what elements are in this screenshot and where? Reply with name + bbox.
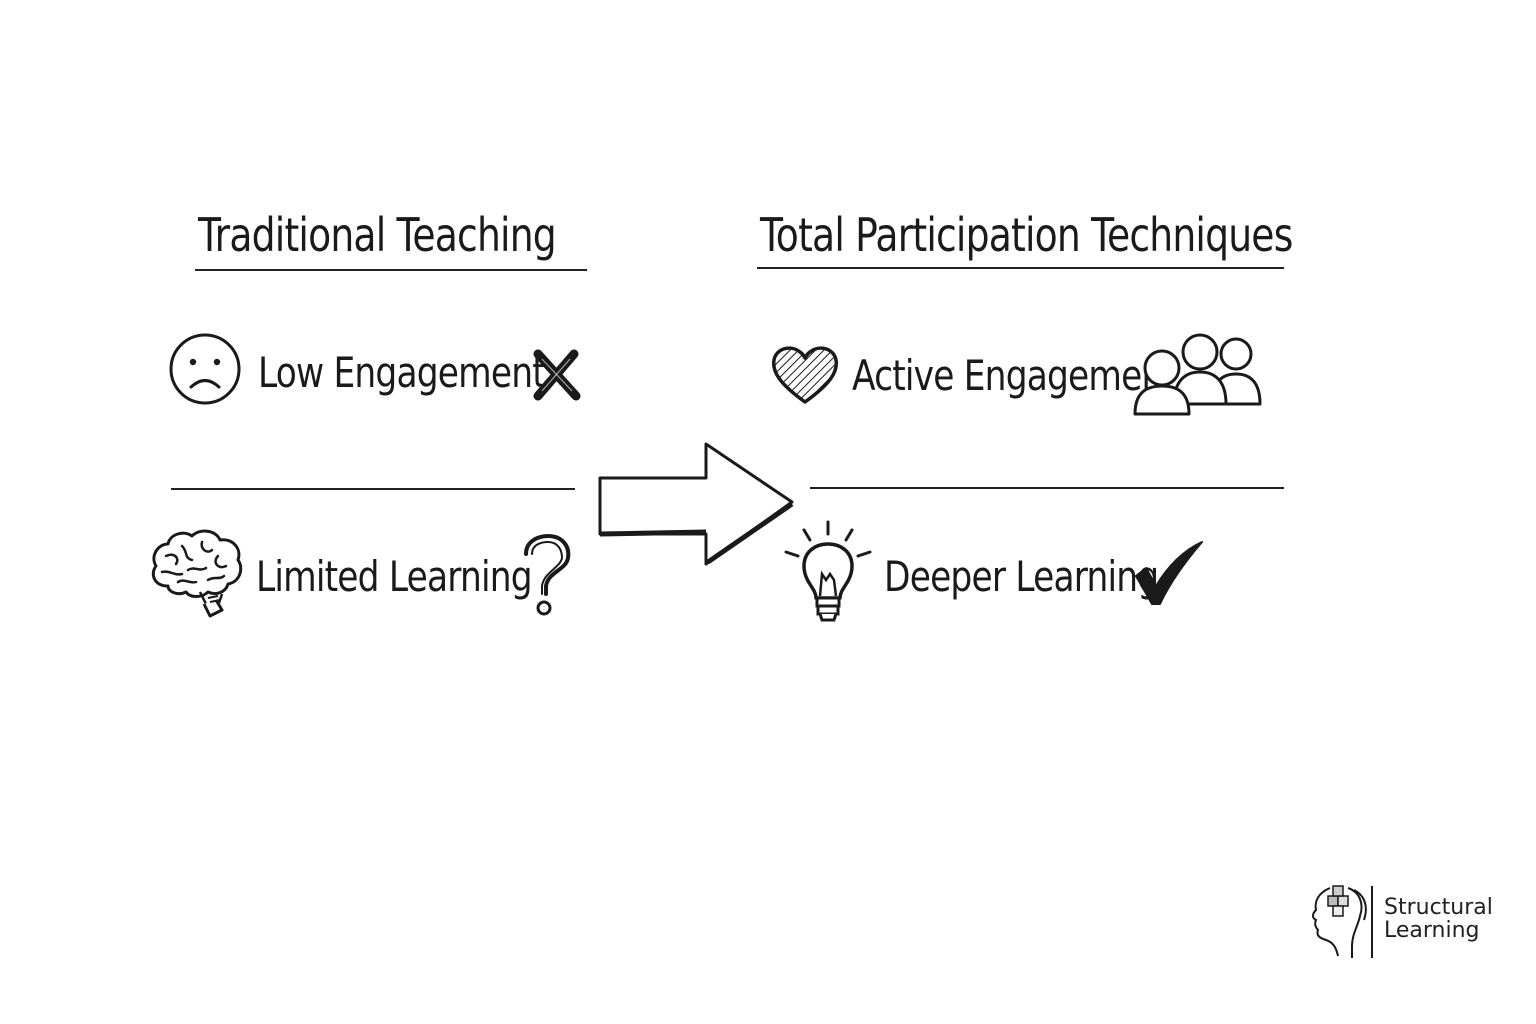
- question-mark-icon: [524, 533, 571, 616]
- low-engagement-label: Low Engagement: [258, 348, 546, 397]
- left-heading-underline: [195, 269, 587, 271]
- cross-icon: [533, 349, 581, 401]
- left-row-divider: [171, 488, 575, 490]
- brain-icon: [151, 529, 243, 618]
- logo-text-line1: Structural: [1384, 895, 1493, 920]
- lightbulb-icon: [784, 520, 872, 622]
- head-puzzle-icon: [1312, 885, 1373, 958]
- left-heading: Traditional Teaching: [198, 208, 557, 262]
- group-people-icon: [1133, 333, 1262, 416]
- limited-learning-label: Limited Learning: [256, 552, 533, 601]
- heart-icon: [771, 346, 839, 404]
- active-engagement-label: Active Engagement: [852, 351, 1176, 400]
- right-heading: Total Participation Techniques: [760, 208, 1293, 262]
- checkmark-icon: [1135, 541, 1203, 605]
- deeper-learning-label: Deeper Learning: [884, 552, 1159, 601]
- sad-face-icon: [169, 333, 241, 405]
- right-arrow-icon: [598, 442, 794, 566]
- right-heading-underline: [757, 267, 1284, 269]
- logo-text-line2: Learning: [1384, 918, 1480, 943]
- right-row-divider: [810, 487, 1284, 489]
